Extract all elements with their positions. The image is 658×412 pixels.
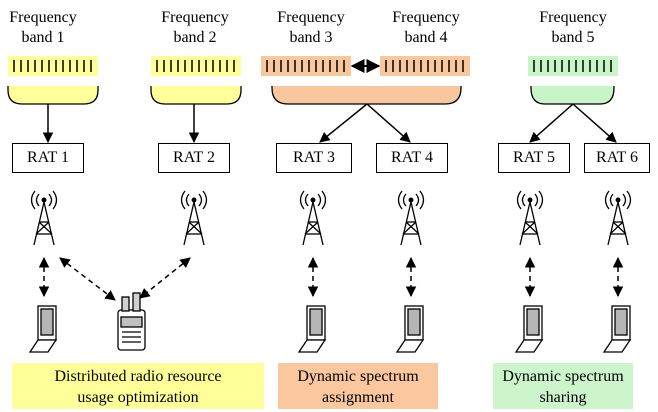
band-3-strip [261, 56, 351, 76]
band-4-strip [380, 56, 470, 76]
antenna-tower-icon [516, 190, 544, 246]
antenna-tower-icon [299, 190, 327, 246]
band-5-strip [528, 56, 618, 76]
band-1-bracket [7, 86, 99, 105]
rat-5-box: RAT 5 [498, 143, 570, 173]
arrow-band5-rat6 [572, 103, 617, 143]
band-2-bracket [150, 86, 242, 105]
antenna-tower-icon [397, 190, 425, 246]
laptop-icon [297, 305, 327, 353]
laptop-icon [395, 305, 425, 353]
antenna-tower-icon [180, 190, 208, 246]
band-2-strip [151, 56, 241, 76]
rat-1-box: RAT 1 [12, 143, 84, 173]
antenna-tower-icon [604, 190, 632, 246]
rat-3-box: RAT 3 [276, 143, 352, 173]
band-5-bracket [530, 86, 615, 105]
antenna-tower-icon [30, 190, 58, 246]
rat-4-box: RAT 4 [376, 143, 448, 173]
rat-6-box: RAT 6 [584, 143, 650, 173]
rat-2-box: RAT 2 [158, 143, 230, 173]
band-1-strip [8, 56, 98, 76]
laptop-icon [514, 305, 544, 353]
band-34-bracket [271, 86, 462, 105]
laptop-icon [28, 305, 58, 353]
multi-mode-terminal-icon [117, 292, 146, 351]
arrow-band5-rat5 [529, 103, 574, 143]
link-rat2-multimode [139, 257, 191, 299]
link-rat1-multimode [59, 257, 116, 301]
arrow-band34-rat4 [366, 103, 411, 143]
arrow-band34-rat3 [319, 103, 368, 143]
laptop-icon [602, 305, 632, 353]
